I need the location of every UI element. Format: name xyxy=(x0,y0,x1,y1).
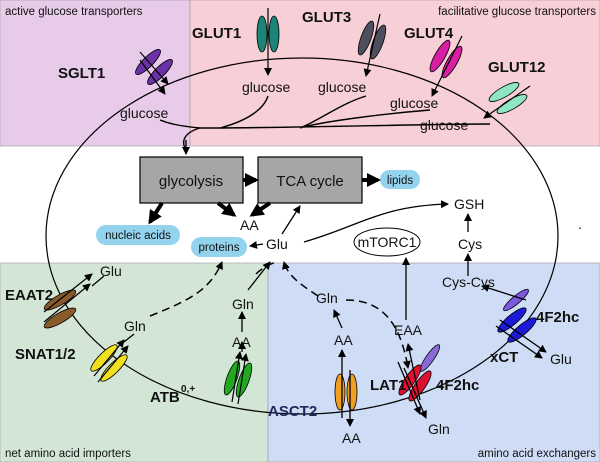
arrow-glycolysis-aa xyxy=(216,201,237,217)
gln-label-snat: Gln xyxy=(124,318,146,334)
lat1-label: LAT1 xyxy=(370,377,406,394)
aa-label-asct2-bottom: AA xyxy=(342,430,361,446)
dashed-gln-to-glu xyxy=(282,261,319,297)
snat12-transporter xyxy=(90,339,129,383)
glucose-label-glut12: glucose xyxy=(420,117,468,133)
glut12-transporter xyxy=(483,82,531,119)
glucose-flow-line xyxy=(159,95,491,151)
proteins-label: proteins xyxy=(199,242,240,254)
arrow-xct-cyscys xyxy=(481,284,527,301)
glu-label-xct: Glu xyxy=(550,351,572,367)
nucleic-acids-label: nucleic acids xyxy=(105,230,171,242)
glut4-label: GLUT4 xyxy=(404,25,454,42)
mtorc1-oval xyxy=(353,227,421,257)
cys-cys-label: Cys-Cys xyxy=(442,274,495,290)
glycolysis-label: glycolysis xyxy=(159,173,223,190)
arrow-tca-aa xyxy=(249,201,272,217)
glucose-label-sglt1: glucose xyxy=(120,105,168,121)
glut3-transporter xyxy=(357,13,387,77)
region-net-amino-importers xyxy=(0,262,269,462)
arrow-glycolysis-nucleic xyxy=(148,201,164,225)
lat1-transporter xyxy=(398,344,441,402)
eaat2-label: EAAT2 xyxy=(5,287,53,304)
arrow-aa-gln-asct xyxy=(333,309,343,329)
tca-label: TCA cycle xyxy=(276,173,344,190)
dot-mark: . xyxy=(578,216,582,232)
eaat2-transporter xyxy=(43,273,93,329)
arrow-snat-gln xyxy=(123,333,135,343)
sglt1-label: SGLT1 xyxy=(58,65,105,82)
glucose-label-glut4: glucose xyxy=(390,95,438,111)
lipids-pill xyxy=(380,170,420,189)
region-label-active: active glucose transporters xyxy=(5,6,143,18)
aa-label-center: AA xyxy=(240,217,259,233)
aa-label-atb: AA xyxy=(232,334,251,350)
proteins-pill xyxy=(191,237,247,257)
nucleic-acids-pill xyxy=(96,225,180,245)
glycolysis-box xyxy=(139,156,244,204)
hc-xct-label: 4F2hc xyxy=(536,309,579,326)
sglt1-transporter xyxy=(135,49,173,95)
dashed-snat-gln xyxy=(149,261,223,317)
arrow-glu-proteins xyxy=(249,240,264,249)
dashed-gln-to-lat1 xyxy=(345,299,411,369)
glucose-label-glut1: glucose xyxy=(242,79,290,95)
tca-box xyxy=(257,156,363,204)
gsh-label: GSH xyxy=(454,196,484,212)
lipids-label: lipids xyxy=(387,175,413,187)
cys-label: Cys xyxy=(458,236,482,252)
arrow-glu-tca xyxy=(281,205,301,235)
dashed-gln-aa-link xyxy=(255,261,277,275)
arrow-gln-up-atb xyxy=(247,261,271,291)
glu-label-eaat2: Glu xyxy=(100,263,122,279)
arrow-lat1-gln xyxy=(403,367,427,419)
region-amino-exchangers xyxy=(267,262,600,462)
snat12-label: SNAT1/2 xyxy=(15,346,76,363)
mtorc1-label: mTORC1 xyxy=(358,234,417,250)
arrow-glu-gsh xyxy=(303,200,449,243)
atb-superscript: 0,+ xyxy=(181,384,195,395)
arrow-xct-glu xyxy=(499,319,547,353)
aa-label-asct2-top: AA xyxy=(334,332,353,348)
hc-lat1-label: 4F2hc xyxy=(436,377,479,394)
atb-label: ATB xyxy=(150,389,180,406)
atb-transporter xyxy=(223,351,253,405)
xct-label: xCT xyxy=(490,349,518,366)
xct-transporter xyxy=(497,288,537,343)
asct2-label: ASCT2 xyxy=(268,403,317,420)
glut3-label: GLUT3 xyxy=(302,9,351,26)
eaa-label: EAA xyxy=(394,322,423,338)
glut12-label: GLUT12 xyxy=(488,59,546,76)
gln-label-asct2: Gln xyxy=(316,290,338,306)
glu-label-center: Glu xyxy=(266,236,288,252)
arrow-eaat-glu xyxy=(91,275,105,287)
gln-label-atb: Gln xyxy=(232,296,254,312)
gln-label-lat1: Gln xyxy=(428,421,450,437)
region-label-net-import: net amino acid importers xyxy=(5,448,131,460)
cell-membrane xyxy=(45,57,559,415)
arrow-lat1-eaa xyxy=(405,343,421,401)
region-label-exchangers: amino acid exchangers xyxy=(478,448,597,460)
region-label-facilitative: facilitative glucose transporters xyxy=(438,6,596,18)
glut1-label: GLUT1 xyxy=(192,25,241,42)
glucose-label-glut3: glucose xyxy=(318,79,366,95)
glut4-transporter xyxy=(429,35,463,97)
glut1-transporter xyxy=(256,8,280,76)
